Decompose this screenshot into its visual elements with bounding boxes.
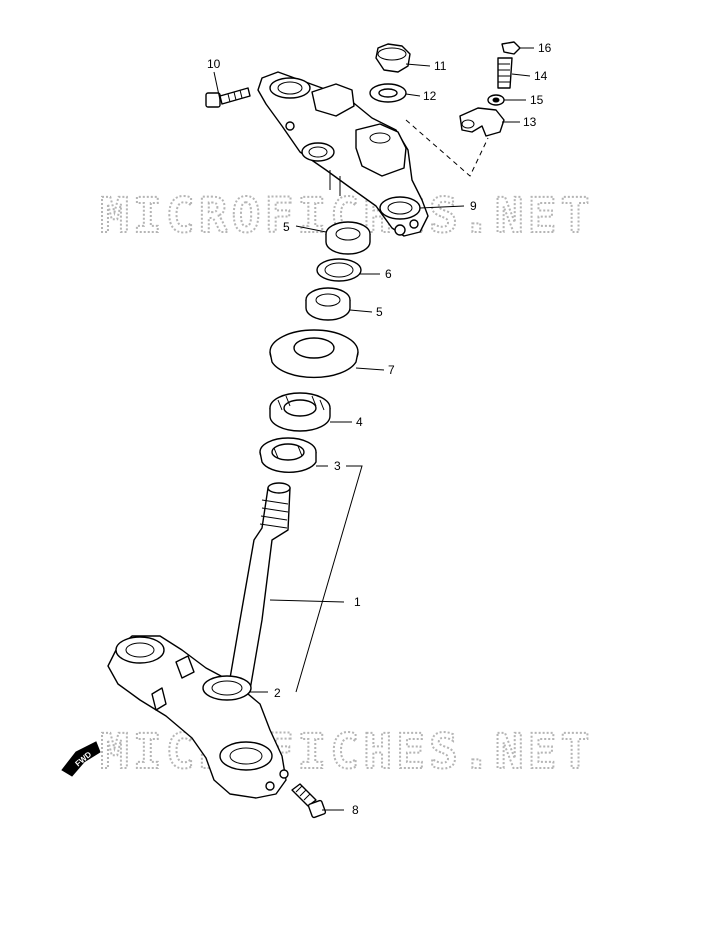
bearing-4[interactable]	[269, 392, 331, 432]
bolt-8[interactable]	[291, 783, 327, 819]
bearing-race-3[interactable]	[259, 437, 317, 473]
lower-bracket[interactable]	[107, 635, 289, 799]
watermark-bottom: MICROFICHES.NET	[100, 724, 593, 780]
lock-nut-5-upper[interactable]	[325, 221, 371, 255]
callout-7: 7	[388, 363, 395, 377]
dust-seal-2[interactable]	[202, 675, 252, 701]
washer-12[interactable]	[369, 83, 407, 103]
callout-5-upper: 5	[283, 220, 290, 234]
callout-15: 15	[530, 93, 544, 107]
upper-bracket-part[interactable]	[257, 71, 429, 237]
callout-4: 4	[356, 415, 363, 429]
lock-nut-5-lower[interactable]	[305, 287, 351, 321]
bolt-10[interactable]	[205, 87, 251, 108]
callout-10: 10	[207, 57, 221, 71]
callout-14: 14	[534, 69, 548, 83]
callout-9: 9	[470, 199, 477, 213]
steering-stem-1[interactable]	[227, 482, 291, 691]
callout-11: 11	[434, 59, 447, 73]
handlebar-clamp-13[interactable]	[459, 107, 505, 137]
fwd-direction-marker: FWD	[61, 741, 101, 777]
dust-seal-7[interactable]	[269, 329, 359, 379]
lock-washer-6[interactable]	[316, 258, 362, 282]
callout-6: 6	[385, 267, 392, 281]
bolt-14[interactable]	[497, 57, 513, 89]
callout-13: 13	[523, 115, 537, 129]
callout-2: 2	[274, 686, 281, 700]
cap-16[interactable]	[501, 41, 521, 55]
callout-3: 3	[334, 459, 341, 473]
callout-8: 8	[352, 803, 359, 817]
callout-5-lower: 5	[376, 305, 383, 319]
cap-nut-11[interactable]	[375, 43, 411, 73]
washer-15[interactable]	[487, 94, 505, 106]
callout-1: 1	[354, 595, 361, 609]
callout-16: 16	[538, 41, 552, 55]
assembly-line-upper	[405, 119, 489, 177]
callout-12: 12	[423, 89, 437, 103]
